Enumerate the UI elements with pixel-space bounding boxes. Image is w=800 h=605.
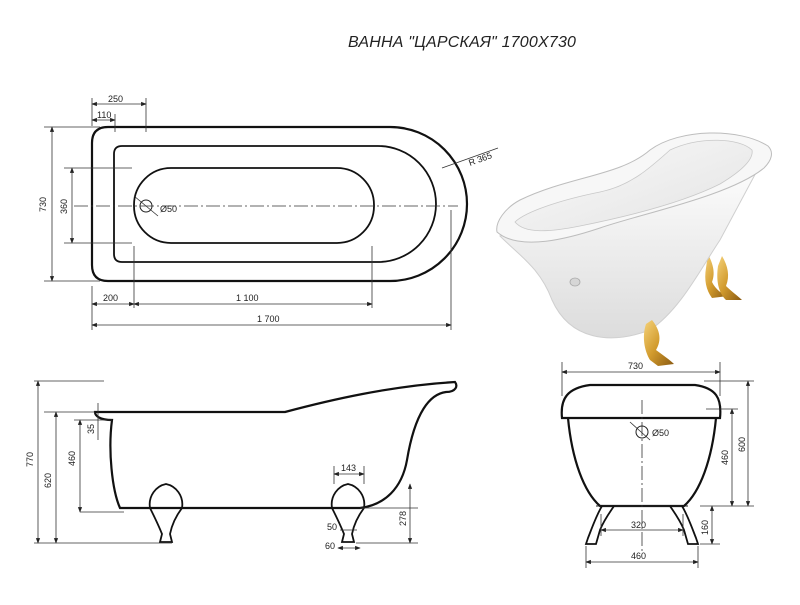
side-foot-right	[330, 483, 366, 543]
photo-overflow-hole	[569, 277, 581, 287]
side-total-height-label: 770	[25, 452, 35, 467]
bathtub-photo	[496, 132, 772, 366]
plan-drain-line	[133, 195, 159, 217]
plan-inner-length-label: 1 100	[236, 293, 259, 303]
end-legs-inner-label: 320	[631, 520, 646, 530]
end-leg-right	[669, 505, 700, 545]
plan-length-label: 1 700	[257, 314, 280, 324]
side-foot-base-label: 60	[325, 541, 335, 551]
plan-radius-leader	[441, 147, 499, 169]
end-view: Ø50 730 600 460 160 320 460	[560, 361, 754, 568]
end-width-label: 730	[628, 361, 643, 371]
side-inner-height-label: 460	[67, 451, 77, 466]
photo-tub-interior	[514, 139, 753, 232]
end-drain-line	[629, 421, 651, 441]
end-leg-left	[584, 505, 615, 545]
plan-width-label: 730	[38, 197, 48, 212]
end-legs-outer-label: 460	[631, 551, 646, 561]
end-overflow-height-label: 460	[720, 450, 730, 465]
plan-drain-circle	[139, 199, 153, 213]
plan-start-label: 200	[103, 293, 118, 303]
end-leg-height-label: 160	[700, 520, 710, 535]
plan-radius-label: R 365	[467, 150, 493, 168]
plan-inner-rim	[113, 145, 437, 263]
plan-inner-width-label: 360	[59, 199, 69, 214]
plan-drain-label: Ø50	[160, 204, 177, 214]
side-foot-height-label: 278	[398, 511, 408, 526]
end-drain-label: Ø50	[652, 428, 669, 438]
side-foot-width-label: 143	[341, 463, 356, 473]
end-rim-outline	[560, 383, 722, 420]
end-drain-circle	[635, 425, 649, 439]
side-rim-height-label: 620	[43, 473, 53, 488]
plan-offset-250-label: 250	[108, 94, 123, 104]
plan-basin	[133, 167, 375, 244]
side-foot-neck-label: 50	[327, 522, 337, 532]
drawing-title: ВАННА "ЦАРСКАЯ" 1700Х730	[348, 34, 576, 51]
plan-outer-rim	[90, 125, 469, 283]
photo-front-leg-far	[717, 256, 742, 300]
side-foot-left	[148, 483, 184, 543]
side-view: 770 620 460 35 143 278 50 60	[25, 380, 458, 551]
photo-front-leg-right	[643, 320, 674, 366]
plan-view: Ø50 730 360 250 110 R 365 200 1 100 1 70…	[38, 94, 499, 330]
photo-back-leg-right	[705, 254, 728, 298]
side-tub-outline	[93, 380, 458, 510]
side-rim-thickness-label: 35	[86, 424, 96, 434]
end-height-label: 600	[737, 437, 747, 452]
plan-offset-110-label: 110	[97, 110, 111, 120]
